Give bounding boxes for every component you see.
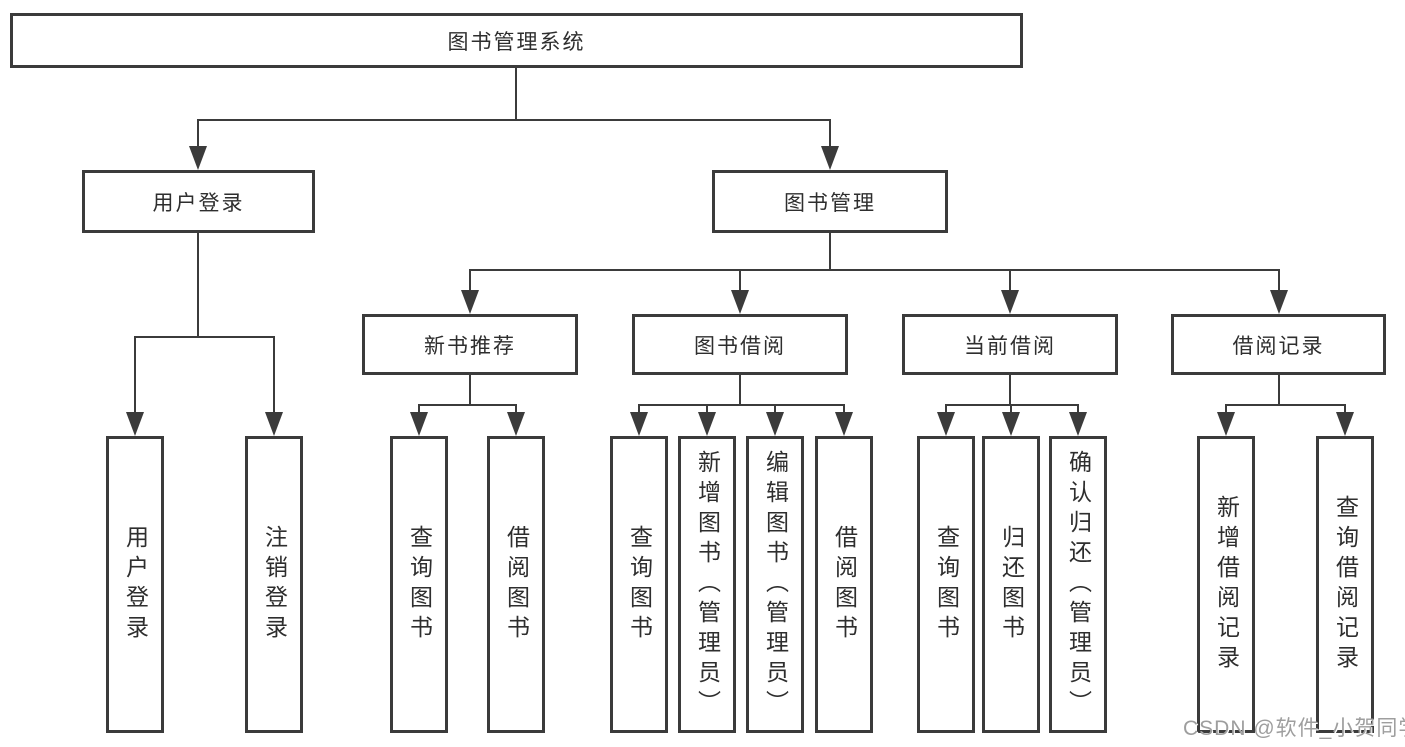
leaf-label: 用户登录: [122, 524, 149, 645]
node-label: 借阅记录: [1232, 334, 1325, 358]
connector-line: [273, 336, 275, 414]
connector-line: [1010, 404, 1012, 414]
node-new-book-recommendation: 新书推荐: [362, 314, 578, 375]
node-label: 图书管理系统: [447, 30, 586, 54]
connector-line: [739, 375, 741, 406]
connector-line: [1077, 404, 1079, 414]
leaf-confirm-return-admin: 确认归还（管理员）: [1049, 436, 1107, 733]
arrow-down-icon: [698, 412, 716, 436]
node-book-borrowing: 图书借阅: [632, 314, 848, 375]
leaf-edit-books-admin: 编辑图书（管理员）: [746, 436, 804, 733]
connector-line: [1225, 404, 1227, 414]
connector-line: [638, 404, 640, 414]
connector-line: [418, 404, 517, 406]
connector-line: [197, 119, 199, 148]
arrow-down-icon: [126, 412, 144, 436]
arrow-down-icon: [1002, 412, 1020, 436]
leaf-label: 查询图书: [933, 524, 960, 645]
leaf-label: 查询借阅记录: [1332, 494, 1359, 675]
leaf-add-borrow-record: 新增借阅记录: [1197, 436, 1255, 733]
connector-line: [469, 269, 471, 292]
arrow-down-icon: [1336, 412, 1354, 436]
leaf-label: 查询图书: [406, 524, 433, 645]
connector-line: [1344, 404, 1346, 414]
connector-line: [197, 233, 199, 338]
leaf-label: 借阅图书: [831, 524, 858, 645]
connector-line: [706, 404, 708, 414]
connector-line: [945, 404, 1079, 406]
node-library-system: 图书管理系统: [10, 13, 1023, 68]
leaf-query-books-borrowing: 查询图书: [610, 436, 668, 733]
leaf-label: 编辑图书（管理员）: [762, 449, 789, 720]
connector-line: [1225, 404, 1345, 406]
node-current-borrowing: 当前借阅: [902, 314, 1118, 375]
connector-line: [843, 404, 845, 414]
leaf-label: 借阅图书: [503, 524, 530, 645]
arrow-down-icon: [265, 412, 283, 436]
leaf-label: 新增图书（管理员）: [694, 449, 721, 720]
leaf-label: 注销登录: [261, 524, 288, 645]
arrow-down-icon: [835, 412, 853, 436]
leaf-label: 归还图书: [998, 524, 1025, 645]
arrow-down-icon: [766, 412, 784, 436]
arrow-down-icon: [731, 290, 749, 314]
connector-line: [515, 404, 517, 414]
leaf-label: 查询图书: [626, 524, 653, 645]
node-label: 用户登录: [152, 191, 245, 215]
connector-line: [739, 269, 741, 292]
node-label: 图书管理: [784, 191, 876, 215]
connector-line: [1278, 375, 1280, 406]
node-book-management: 图书管理: [712, 170, 948, 233]
connector-line: [469, 375, 471, 406]
leaf-label: 新增借阅记录: [1213, 494, 1240, 675]
connector-line: [134, 336, 275, 338]
leaf-logout: 注销登录: [245, 436, 303, 733]
arrow-down-icon: [507, 412, 525, 436]
arrow-down-icon: [821, 146, 839, 170]
connector-line: [1278, 269, 1280, 292]
connector-line: [197, 119, 831, 121]
arrow-down-icon: [1069, 412, 1087, 436]
node-label: 当前借阅: [964, 334, 1056, 358]
leaf-borrow-books: 借阅图书: [815, 436, 873, 733]
arrow-down-icon: [937, 412, 955, 436]
node-label: 图书借阅: [694, 334, 786, 358]
arrow-down-icon: [1270, 290, 1288, 314]
arrow-down-icon: [189, 146, 207, 170]
leaf-user-login: 用户登录: [106, 436, 164, 733]
node-borrowing-records: 借阅记录: [1171, 314, 1386, 375]
connector-line: [774, 404, 776, 414]
csdn-watermark: CSDN @软件_小贺同学: [1183, 717, 1405, 740]
arrow-down-icon: [461, 290, 479, 314]
node-label: 新书推荐: [424, 334, 516, 358]
arrow-down-icon: [630, 412, 648, 436]
leaf-label: 确认归还（管理员）: [1065, 449, 1092, 720]
connector-line: [134, 336, 136, 414]
leaf-return-books: 归还图书: [982, 436, 1040, 733]
arrow-down-icon: [1001, 290, 1019, 314]
arrow-down-icon: [410, 412, 428, 436]
connector-line: [1009, 269, 1011, 292]
leaf-add-books-admin: 新增图书（管理员）: [678, 436, 736, 733]
leaf-query-books-current: 查询图书: [917, 436, 975, 733]
arrow-down-icon: [1217, 412, 1235, 436]
connector-line: [469, 269, 1280, 271]
connector-line: [638, 404, 845, 406]
connector-line: [945, 404, 947, 414]
node-user-login: 用户登录: [82, 170, 315, 233]
leaf-borrow-books-recommend: 借阅图书: [487, 436, 545, 733]
leaf-query-borrow-record: 查询借阅记录: [1316, 436, 1374, 733]
leaf-query-books-recommend: 查询图书: [390, 436, 448, 733]
connector-line: [829, 233, 831, 271]
connector-line: [418, 404, 420, 414]
connector-line: [515, 68, 517, 120]
connector-line: [829, 119, 831, 148]
connector-line: [1009, 375, 1011, 406]
